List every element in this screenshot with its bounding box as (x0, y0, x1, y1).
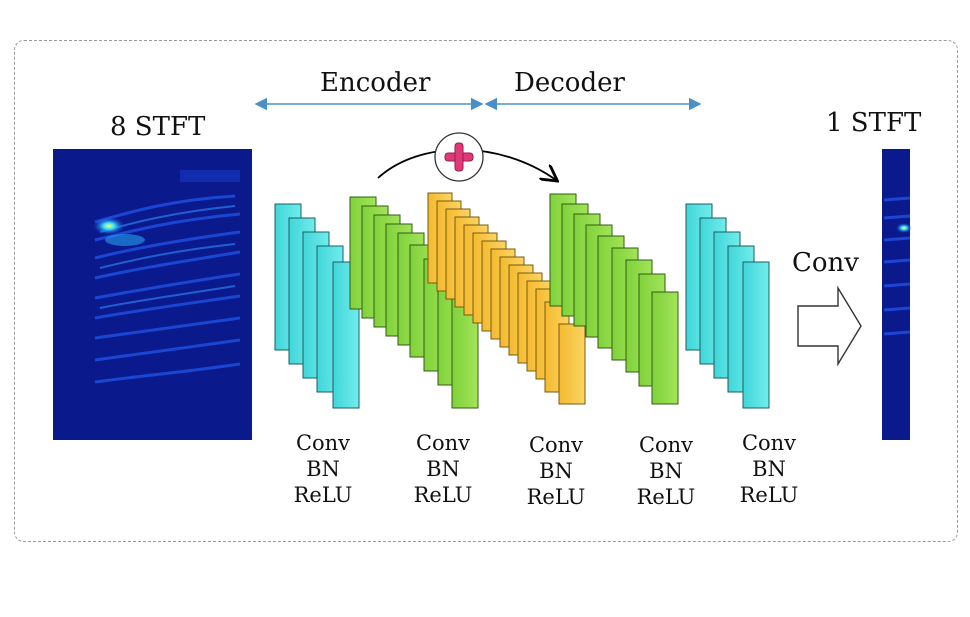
block-label-relu: ReLU (636, 485, 696, 509)
block-label-relu: ReLU (413, 483, 473, 507)
output-label: 1 STFT (826, 108, 922, 138)
block-label-conv: Conv (295, 431, 351, 455)
block-label-conv: Conv (741, 431, 797, 455)
block-label-bn: BN (649, 459, 683, 483)
block-label-relu: ReLU (526, 485, 586, 509)
input-label: 8 STFT (110, 112, 206, 142)
block-label-relu: ReLU (293, 483, 353, 507)
encoder-block-1 (274, 203, 360, 409)
right-arrow-icon (797, 285, 862, 367)
block-label-5: Conv BN ReLU (734, 430, 804, 508)
block-label-conv: Conv (638, 433, 694, 457)
block-label-1: Conv BN ReLU (288, 430, 358, 508)
final-conv-label: Conv (792, 248, 859, 278)
block-label-bn: BN (752, 457, 786, 481)
block-label-2: Conv BN ReLU (408, 430, 478, 508)
block-label-conv: Conv (528, 433, 584, 457)
plus-icon (434, 132, 484, 182)
block-label-bn: BN (306, 457, 340, 481)
bottleneck-block (427, 192, 586, 405)
input-spectrogram (53, 149, 252, 440)
block-label-4: Conv BN ReLU (631, 432, 701, 510)
block-label-conv: Conv (415, 431, 471, 455)
block-label-bn: BN (426, 457, 460, 481)
output-spectrogram (882, 149, 912, 440)
decoder-block-1 (549, 193, 679, 405)
block-label-bn: BN (539, 459, 573, 483)
block-label-3: Conv BN ReLU (521, 432, 591, 510)
block-label-relu: ReLU (739, 483, 799, 507)
diagram-frame (14, 40, 958, 542)
decoder-block-2 (685, 203, 770, 409)
decoder-label: Decoder (514, 68, 625, 98)
encoder-label: Encoder (320, 68, 431, 98)
